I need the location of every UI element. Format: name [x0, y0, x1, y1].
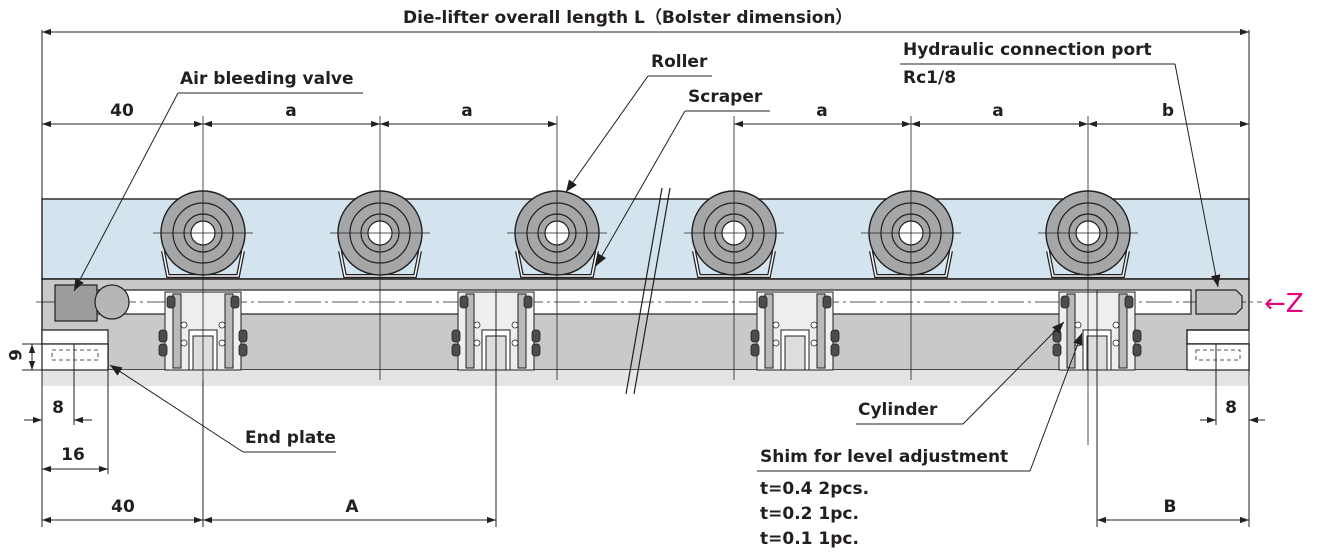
overall-length-title: Die-lifter overall length L（Bolster dime… [403, 8, 853, 28]
cylinder-part [517, 293, 527, 369]
leader-end-plate [109, 364, 244, 453]
shim-spec-line: t=0.1 1pc. [760, 529, 859, 549]
shim-label: Shim for level adjustment [760, 447, 1009, 467]
dim-end-b: b [1161, 101, 1175, 121]
leader-scraper [595, 110, 686, 267]
dim-left-16: 16 [61, 445, 85, 465]
cylinder-ring [473, 321, 481, 329]
dim-pitch-a: a [461, 101, 473, 121]
cylinder-seal [1132, 329, 1142, 343]
scraper-label: Scraper [688, 87, 763, 107]
cylinder-ring [218, 321, 226, 329]
hydraulic-port-plug [1195, 289, 1243, 315]
left-lip [41, 329, 109, 345]
dim-top-left-40: 40 [110, 101, 134, 121]
cylinder-seal [750, 343, 760, 357]
cylinder-ring [218, 339, 226, 347]
air-bleeding-valve-plug [94, 284, 130, 320]
air-bleeding-valve-body [54, 284, 98, 322]
cylinder-ring [180, 321, 188, 329]
dim-pitch-a: a [816, 101, 828, 121]
dim-pitch-a: a [992, 101, 1004, 121]
hydraulic-port-thread-label: Rc1/8 [903, 68, 957, 88]
cylinder-part [1118, 293, 1128, 369]
cylinder-ring [1074, 321, 1082, 329]
cylinder-seal [230, 295, 240, 309]
end-plate-right-hidden [1195, 349, 1241, 361]
cylinder-seal [1124, 295, 1134, 309]
view-z-arrow-label: ←Z [1264, 289, 1304, 319]
cylinder-seal [1060, 295, 1070, 309]
cylinder-part [784, 335, 806, 371]
cylinder-ring [772, 321, 780, 329]
dim-bottom-A: A [345, 497, 359, 517]
cylinder-ring [1112, 339, 1120, 347]
hydraulic-port-label: Hydraulic connection port [903, 40, 1152, 60]
dim-bottom-B: B [1163, 497, 1177, 517]
cylinder-ring [511, 321, 519, 329]
cylinder-ring [180, 339, 188, 347]
cylinder-seal [451, 343, 461, 357]
leader-shim [1029, 332, 1083, 472]
cylinder-ring [511, 339, 519, 347]
cylinder-ring [810, 339, 818, 347]
cylinder-seal [1052, 343, 1062, 357]
cylinder-seal [830, 329, 840, 343]
cylinder-part [465, 293, 475, 369]
cylinder-seal [750, 329, 760, 343]
cylinder-seal [1132, 343, 1142, 357]
cylinder-seal [523, 295, 533, 309]
cylinder-part [1066, 293, 1076, 369]
leader-cylinder [962, 321, 1065, 425]
cylinder-seal [238, 343, 248, 357]
cylinder-part [224, 293, 234, 369]
dim-bottom-left-40: 40 [111, 497, 135, 517]
air-bleeding-valve-label: Air bleeding valve [180, 69, 354, 89]
cylinder-seal [166, 295, 176, 309]
cylinder-ring [810, 321, 818, 329]
break-mark [633, 187, 671, 395]
cylinder-seal [822, 295, 832, 309]
end-plate-label: End plate [245, 428, 336, 448]
leader-roller [565, 75, 649, 193]
shim-spec-line: t=0.2 1pc. [760, 504, 859, 524]
leader-air-bleeding-valve [73, 92, 179, 292]
cylinder-label: Cylinder [858, 400, 938, 420]
cylinder-seal [531, 329, 541, 343]
cylinder-ring [1112, 321, 1120, 329]
end-plate-left-hidden [51, 349, 99, 361]
cylinder-seal [158, 343, 168, 357]
cylinder-seal [459, 295, 469, 309]
cylinder-seal [830, 343, 840, 357]
cylinder [750, 291, 840, 371]
leader-hydraulic-port [1174, 63, 1221, 288]
cylinder-seal [531, 343, 541, 357]
dim-height-6: 6 [4, 349, 24, 361]
cylinder-seal [451, 329, 461, 343]
dim-right-8: 8 [1225, 398, 1237, 418]
base-strip [42, 370, 1249, 386]
cylinder-part [816, 293, 826, 369]
shim-spec-line: t=0.4 2pcs. [760, 479, 870, 499]
end-plate-right [1186, 343, 1250, 371]
cylinder-seal [238, 329, 248, 343]
roller-label: Roller [651, 52, 708, 72]
break-mark [625, 187, 663, 395]
cylinder-seal [758, 295, 768, 309]
dim-left-8: 8 [52, 398, 64, 418]
cylinder-part [172, 293, 182, 369]
cylinder-part [764, 293, 774, 369]
cylinder-seal [158, 329, 168, 343]
dim-pitch-a: a [285, 101, 297, 121]
cylinder-ring [772, 339, 780, 347]
cylinder-ring [473, 339, 481, 347]
